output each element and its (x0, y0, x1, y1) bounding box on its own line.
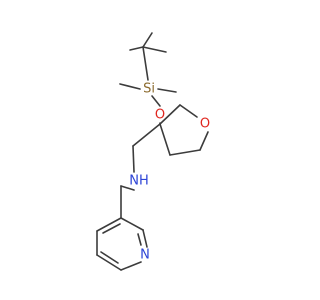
bond-methylene-nh (132, 145, 135, 173)
ring-oxygen-atom-label: O (200, 117, 210, 132)
atom-labels: Si O O NH N (129, 82, 210, 263)
bond-py-c6-c5-inner (100, 251, 119, 264)
silyl-oxygen-atom-label: O (155, 108, 165, 123)
bond-tbu-methyl-left (129, 46, 144, 51)
bond-py-c4-c3-inner (102, 223, 121, 234)
bond-ring-c4-c3 (159, 123, 171, 156)
bond-py-c3-c2 (120, 217, 144, 231)
bond-ring-c2-o (179, 104, 198, 118)
bond-ring-c3-c2 (159, 104, 181, 125)
bond-si-methyl-right (157, 88, 177, 93)
bond-ring-o-c5 (199, 131, 209, 151)
bond-py-c2-n-inner (137, 233, 142, 246)
bond-tbu-methyl-top (142, 32, 153, 48)
bond-py-n-c6 (120, 261, 142, 271)
bond-c3-methylene (132, 123, 161, 147)
bonds (96, 32, 209, 271)
amine-nitrogen-atom-label: NH (129, 174, 149, 189)
bond-py-c2-n-double (142, 229, 148, 248)
bond-ring-c5-c4 (169, 149, 201, 156)
bond-si-methyl-left (119, 83, 141, 90)
pyridine-nitrogen-atom-label: N (140, 248, 150, 263)
bond-nh-benzyl-ch2 (120, 185, 135, 191)
bond-py-c6-c5 (96, 254, 122, 271)
bond-py-c4-c3 (96, 217, 122, 232)
bond-tbu-methyl-right (142, 46, 167, 53)
molecule-structure: Si O O NH N (96, 32, 210, 271)
silicon-atom-label: Si (143, 82, 155, 97)
bond-si-o (151, 95, 161, 107)
bond-tbu-si (142, 46, 149, 81)
